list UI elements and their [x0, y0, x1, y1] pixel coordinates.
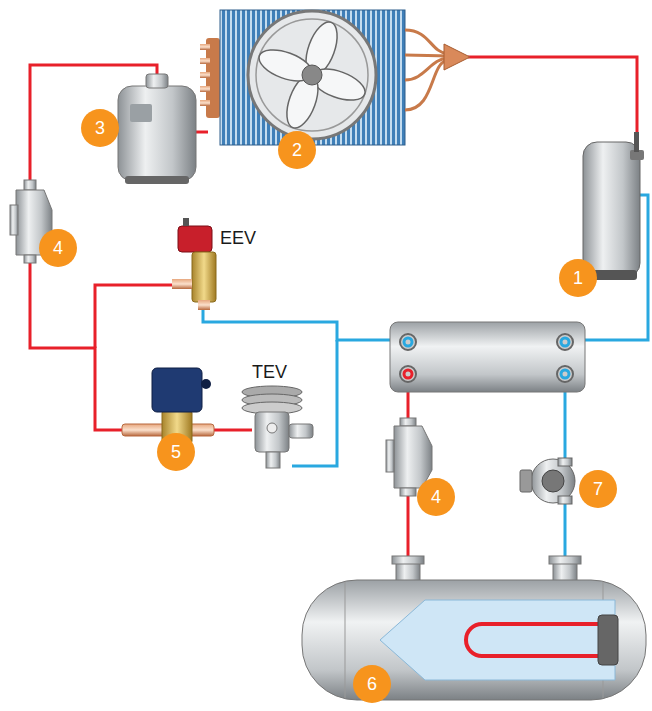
compressor: [583, 132, 644, 280]
thermostatic-expansion-valve: [242, 386, 313, 468]
condenser: [200, 10, 470, 145]
receiver: [118, 74, 196, 184]
callout-number: 4: [417, 478, 455, 516]
callout-number: 6: [353, 665, 391, 703]
callout-number: 5: [157, 433, 195, 471]
callout-number: 7: [579, 470, 617, 508]
circulation-pump: [520, 458, 575, 504]
callout-number: 1: [559, 259, 597, 297]
electronic-expansion-valve: [172, 218, 216, 310]
plate-heat-exchanger: [390, 322, 585, 392]
part-label: EEV: [220, 228, 256, 249]
part-label: TEV: [252, 362, 287, 383]
callout-number: 4: [39, 229, 77, 267]
solenoid-valve: [122, 368, 214, 444]
callout-number: 2: [278, 131, 316, 169]
callout-number: 3: [81, 109, 119, 147]
